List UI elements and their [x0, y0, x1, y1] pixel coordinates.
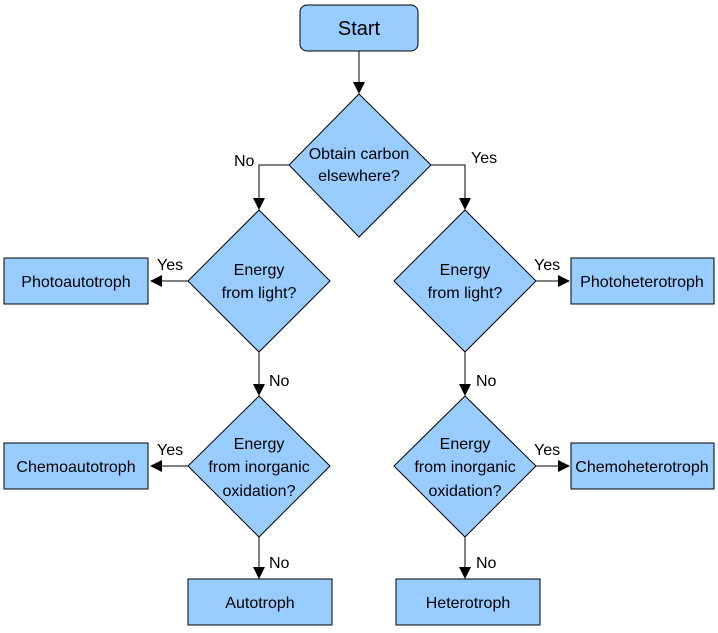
arrow-carbon-yes	[459, 198, 471, 210]
start-node: Start	[299, 4, 419, 52]
decision-inorganic-right-line-2: from inorganic	[414, 459, 515, 476]
decision-light-right-shape	[393, 209, 537, 353]
label-inorganic-left-no: No	[269, 555, 290, 572]
result-chemoautotroph: Chemoautotroph	[3, 442, 149, 490]
decision-light-left-line-2: from light?	[222, 285, 297, 302]
photoautotroph-box	[3, 257, 149, 305]
chemoautotroph-box	[3, 442, 149, 490]
decision-inorganic-left: Energy from inorganic oxidation?	[187, 395, 331, 538]
decision-light-left: Energy from light?	[187, 209, 331, 353]
start-label: Start	[338, 18, 381, 40]
chemoheterotroph-label: Chemoheterotroph	[575, 459, 708, 476]
heterotroph-box	[395, 578, 541, 626]
result-autotroph: Autotroph	[187, 578, 333, 626]
arrow-light-right-no	[459, 384, 471, 396]
decision-light-left-shape	[187, 209, 331, 353]
arrow-carbon-no	[253, 198, 265, 210]
label-inorganic-right-no: No	[476, 555, 497, 572]
photoheterotroph-label: Photoheterotroph	[580, 274, 704, 291]
decision-carbon-shape	[288, 93, 432, 238]
chemoheterotroph-box	[570, 442, 715, 490]
arrow-inorganic-left-no	[253, 567, 265, 579]
edge-carbon-yes	[431, 164, 466, 200]
chemoautotroph-label: Chemoautotroph	[16, 459, 135, 476]
label-light-right-no: No	[476, 373, 497, 390]
label-light-left-no: No	[269, 373, 290, 390]
decision-inorganic-right-shape	[393, 395, 537, 538]
decision-inorganic-left-line-1: Energy	[234, 436, 285, 453]
label-carbon-yes: Yes	[471, 150, 497, 167]
label-inorganic-right-yes: Yes	[534, 442, 560, 459]
decision-inorganic-left-line-3: oxidation?	[223, 483, 296, 500]
start-box	[299, 4, 419, 52]
decision-inorganic-left-line-2: from inorganic	[208, 459, 309, 476]
label-carbon-no: No	[234, 153, 255, 170]
result-photoheterotroph: Photoheterotroph	[570, 257, 715, 305]
autotroph-box	[187, 578, 333, 626]
edge-carbon-no	[258, 164, 289, 200]
arrow-inorganic-right-yes	[558, 460, 570, 472]
label-light-right-yes: Yes	[534, 257, 560, 274]
decision-carbon-line-1: Obtain carbon	[309, 146, 410, 163]
decision-light-right-line-2: from light?	[428, 285, 503, 302]
arrow-light-right-yes	[558, 275, 570, 287]
decision-inorganic-right-line-3: oxidation?	[429, 483, 502, 500]
heterotroph-label: Heterotroph	[426, 595, 511, 612]
decision-inorganic-right: Energy from inorganic oxidation?	[393, 395, 537, 538]
arrow-start-to-carbon	[353, 82, 365, 94]
decision-light-right: Energy from light?	[393, 209, 537, 353]
arrow-inorganic-right-no	[459, 567, 471, 579]
photoheterotroph-box	[570, 257, 715, 305]
result-photoautotroph: Photoautotroph	[3, 257, 149, 305]
result-heterotroph: Heterotroph	[395, 578, 541, 626]
arrow-inorganic-left-yes	[150, 460, 162, 472]
label-light-left-yes: Yes	[157, 257, 183, 274]
result-chemoheterotroph: Chemoheterotroph	[570, 442, 715, 490]
label-inorganic-left-yes: Yes	[157, 442, 183, 459]
decision-inorganic-right-line-1: Energy	[440, 436, 491, 453]
photoautotroph-label: Photoautotroph	[21, 274, 130, 291]
connectors	[150, 51, 570, 579]
decision-light-left-line-1: Energy	[234, 262, 285, 279]
autotroph-label: Autotroph	[225, 595, 294, 612]
decision-inorganic-left-shape	[187, 395, 331, 538]
arrow-light-left-yes	[150, 275, 162, 287]
decision-light-right-line-1: Energy	[440, 262, 491, 279]
arrow-light-left-no	[253, 384, 265, 396]
decision-carbon: Obtain carbon elsewhere?	[288, 93, 432, 238]
decision-carbon-line-2: elsewhere?	[318, 168, 400, 185]
